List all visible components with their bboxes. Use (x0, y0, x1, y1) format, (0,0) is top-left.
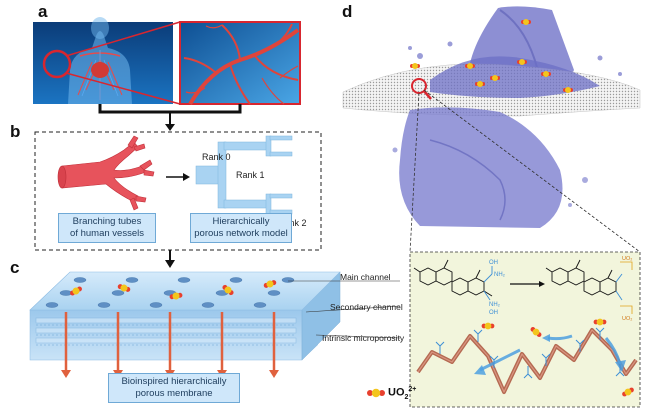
secondary-channel-label: Secondary channel (330, 302, 403, 312)
amidoxime-groups-left (483, 266, 493, 301)
uranyl-legend-sup: 2+ (408, 386, 417, 393)
panel-d-3d-volume (342, 6, 641, 228)
caption-network-model: Hierarchically porous network model (190, 213, 292, 243)
uranyl-ions-on-membrane (70, 280, 277, 300)
panel-label-d: d (342, 2, 353, 21)
oh-label-left-2: OH (489, 310, 498, 316)
panel-a-vessel-zoom-image (179, 21, 301, 106)
bound-uranyl-right (620, 261, 633, 314)
caption-bioinspired-line1: Bioinspired hierarchically (121, 376, 227, 387)
polymer-chain-highlight (417, 329, 637, 393)
caption-bioinspired-line2: porous membrane (135, 388, 213, 399)
secondary-channels (64, 312, 276, 372)
nh2-label-left-2: NH₂ (489, 302, 501, 308)
caption-branching-tubes-line1: Branching tubes (72, 216, 142, 227)
uo2-bound-label-bottom: UO₂ (622, 316, 632, 322)
hierarchical-network-model (195, 135, 293, 215)
uranyl-legend-label: UO22+ (388, 386, 416, 401)
zoom-line-bottom (65, 72, 181, 105)
membrane-block (29, 271, 341, 361)
uranyl-ions-inset (481, 318, 634, 397)
arrowhead-a-to-b (165, 124, 175, 131)
vessel-branching-tube (57, 135, 155, 211)
zoom-dashed-lines (409, 89, 641, 253)
main-channel-pores (45, 277, 295, 308)
uranyl-legend-text: UO (388, 386, 405, 399)
arrowhead-tube-to-network (183, 173, 190, 181)
rank-1-label: Rank 1 (236, 170, 265, 180)
panel-b-frame (34, 131, 322, 251)
rank-0-label: Rank 0 (202, 152, 231, 162)
panel-label-c: c (10, 258, 20, 277)
caption-network-model-line1: Hierarchically (212, 216, 270, 227)
main-channel-label: Main channel (340, 272, 391, 282)
rank-2-label: Rank 2 (278, 218, 307, 228)
bracket-a (98, 104, 242, 114)
panel-label-a: a (38, 2, 48, 21)
intrinsic-microporosity-label: Intrinsic microporosity (322, 333, 405, 343)
caption-branching-tubes: Branching tubes of human vessels (58, 213, 156, 243)
uranyl-legend-sub: 2 (404, 393, 409, 401)
uranyl-ions-panel-d (410, 19, 573, 93)
caption-network-model-line2: porous network model (194, 228, 288, 239)
zoom-line-top (65, 21, 181, 57)
molecular-inset-frame (409, 251, 641, 408)
side-groups (435, 327, 625, 379)
caption-bioinspired-membrane: Bioinspired hierarchically porous membra… (108, 373, 240, 403)
panel-a-human-body-image (33, 17, 173, 104)
caption-branching-tubes-line2: of human vessels (70, 228, 144, 239)
chemical-structure-right (545, 259, 617, 296)
uranyl-legend-icon (367, 388, 385, 398)
reaction-arrowhead (539, 281, 545, 287)
nh2-label-left: NH₂ (494, 272, 506, 278)
panel-label-b: b (10, 122, 21, 141)
callout-lines (288, 280, 401, 339)
oh-label-left: OH (489, 260, 498, 266)
magnifier-circle-a (42, 49, 72, 79)
uo2-bound-label-top: UO₂ (622, 256, 632, 262)
arrowhead-b-to-c (165, 260, 175, 268)
amidoxime-groups-right (615, 273, 623, 301)
